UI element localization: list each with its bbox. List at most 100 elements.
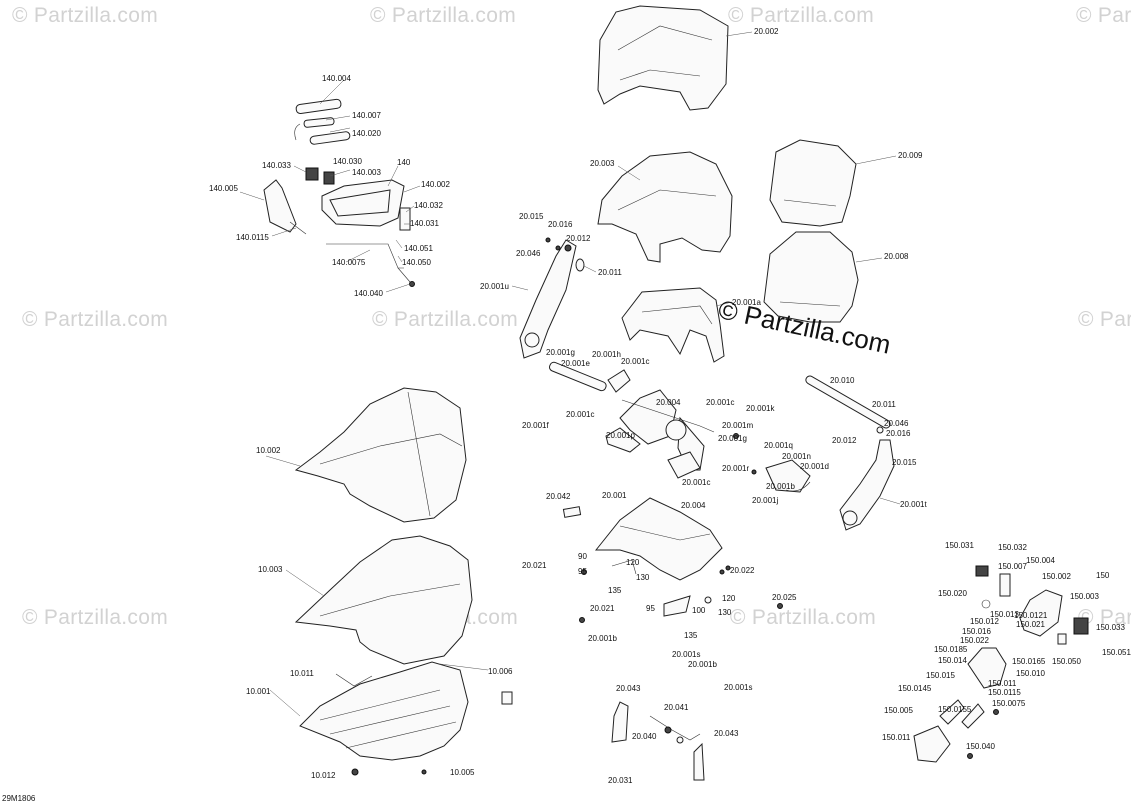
callout-label: 150.011 bbox=[882, 733, 911, 742]
callout-label: 140.005 bbox=[209, 184, 238, 193]
callout-label: 20.043 bbox=[714, 729, 739, 738]
callout-label: 20.016 bbox=[886, 429, 911, 438]
callout-label: 150.0155 bbox=[938, 705, 972, 714]
backrest-20-008 bbox=[763, 231, 883, 323]
callout-label: 150.011 bbox=[988, 679, 1017, 688]
callout-label: 20.040 bbox=[632, 732, 657, 741]
callout-label: 150.003 bbox=[1070, 592, 1099, 601]
callout-label: 20.001j bbox=[752, 496, 779, 505]
callout-label: 140.033 bbox=[262, 161, 291, 170]
watermark: © Partzilla.com bbox=[372, 308, 519, 331]
watermark: © Partzilla.com bbox=[728, 4, 875, 27]
watermark: © Partzilla.com bbox=[1078, 606, 1131, 629]
callout-label: 150.033 bbox=[1096, 623, 1125, 632]
callout-label: 20.011 bbox=[872, 400, 896, 409]
callout-label: 150.0165 bbox=[1012, 657, 1046, 666]
callout-label: 20.021 bbox=[522, 561, 547, 570]
callout-label: 140.007 bbox=[352, 111, 381, 120]
watermark: © Partzilla.com bbox=[12, 4, 159, 27]
callout-label: 20.001c bbox=[566, 410, 595, 419]
callout-label: 150.016 bbox=[962, 627, 991, 636]
watermark: © Partzilla.com bbox=[1078, 308, 1131, 331]
callout-label: 20.001p bbox=[606, 431, 635, 440]
callout-label: 20.015 bbox=[519, 212, 544, 221]
seat-20-003 bbox=[597, 151, 733, 263]
arm-20-001u bbox=[511, 237, 597, 359]
callout-label: 150.022 bbox=[960, 636, 989, 645]
callout-label: 10.006 bbox=[488, 667, 513, 676]
callout-label: 130 bbox=[636, 573, 650, 582]
callout-label: 120 bbox=[722, 594, 736, 603]
callout-label: 150.040 bbox=[966, 742, 995, 751]
callout-label: 150.014 bbox=[938, 656, 967, 665]
callout-label: 20.001b bbox=[766, 482, 795, 491]
backrest-20-009 bbox=[769, 139, 897, 227]
callout-label: 10.003 bbox=[258, 565, 283, 574]
callout-label: 20.001g bbox=[546, 348, 575, 357]
callout-label: 20.001r bbox=[722, 464, 750, 473]
callout-label: 20.011 bbox=[598, 268, 622, 277]
callout-label: 95 bbox=[646, 604, 655, 613]
callout-label: 150.0145 bbox=[898, 684, 932, 693]
callout-label: 10.001 bbox=[246, 687, 271, 696]
watermark: © Partzilla.com bbox=[1076, 4, 1131, 27]
callout-label: 150.050 bbox=[1052, 657, 1081, 666]
callout-label: 150.020 bbox=[938, 589, 967, 598]
callout-label: 20.012 bbox=[832, 436, 857, 445]
base-20-001 bbox=[562, 497, 783, 623]
callout-label: 150.0115 bbox=[988, 688, 1021, 697]
callout-label: 140.003 bbox=[352, 168, 381, 177]
callout-label: 120 bbox=[626, 558, 640, 567]
callout-label: 20.001q bbox=[764, 441, 793, 450]
callout-label: 140.0075 bbox=[332, 258, 366, 267]
callout-label: 20.001b bbox=[688, 660, 717, 669]
backrest-frame bbox=[621, 287, 733, 363]
callout-label: 20.031 bbox=[608, 776, 633, 785]
callout-label: 20.010 bbox=[830, 376, 855, 385]
callout-label: 20.001e bbox=[561, 359, 590, 368]
callout-label: 20.001g bbox=[718, 434, 747, 443]
callout-label: 20.004 bbox=[656, 398, 681, 407]
watermark: © Partzilla.com bbox=[22, 606, 169, 629]
callout-label: 150.005 bbox=[884, 706, 913, 715]
callout-label: 20.001 bbox=[602, 491, 627, 500]
callout-label: 20.001b bbox=[588, 634, 617, 643]
callout-label: 20.001c bbox=[621, 357, 650, 366]
callout-label: 20.001n bbox=[782, 452, 811, 461]
callout-label: 90 bbox=[578, 552, 587, 561]
callout-label: 20.001u bbox=[480, 282, 509, 291]
callout-label: 20.001s bbox=[672, 650, 701, 659]
callout-label: 20.001a bbox=[732, 298, 761, 307]
callout-label: 95 bbox=[578, 567, 587, 576]
callout-label: 20.001d bbox=[800, 462, 829, 471]
callout-label: 20.041 bbox=[664, 703, 689, 712]
callout-label: 20.001h bbox=[592, 350, 621, 359]
callout-label: 20.043 bbox=[616, 684, 641, 693]
callout-label: 20.001s bbox=[724, 683, 753, 692]
callout-label: 10.002 bbox=[256, 446, 281, 455]
callout-label: 150.0121 bbox=[1014, 611, 1048, 620]
callout-label: 140.050 bbox=[402, 258, 431, 267]
watermark: © Partzilla.com bbox=[730, 606, 877, 629]
watermark: © Partzilla.com bbox=[370, 4, 517, 27]
callout-label: 20.016 bbox=[548, 220, 573, 229]
callout-label: 20.001c bbox=[682, 478, 711, 487]
callout-label: 150 bbox=[1096, 571, 1110, 580]
callout-label: 150.013 bbox=[990, 610, 1019, 619]
callout-label: 20.001c bbox=[706, 398, 735, 407]
callout-label: 10.005 bbox=[450, 768, 475, 777]
callout-label: 20.001f bbox=[522, 421, 549, 430]
callout-label: 20.002 bbox=[754, 27, 779, 36]
tilt-mechanism bbox=[549, 361, 811, 493]
callout-label: 135 bbox=[684, 631, 698, 640]
callout-label: 10.012 bbox=[311, 771, 336, 780]
callout-label: 20.001t bbox=[900, 500, 927, 509]
callout-label: 150.051 bbox=[1102, 648, 1131, 657]
callout-label: 135 bbox=[608, 586, 622, 595]
callout-label: 150.007 bbox=[998, 562, 1027, 571]
seat-10-002 bbox=[265, 387, 467, 523]
callout-label: 150.012 bbox=[970, 617, 999, 626]
callout-label: 20.001k bbox=[746, 404, 775, 413]
